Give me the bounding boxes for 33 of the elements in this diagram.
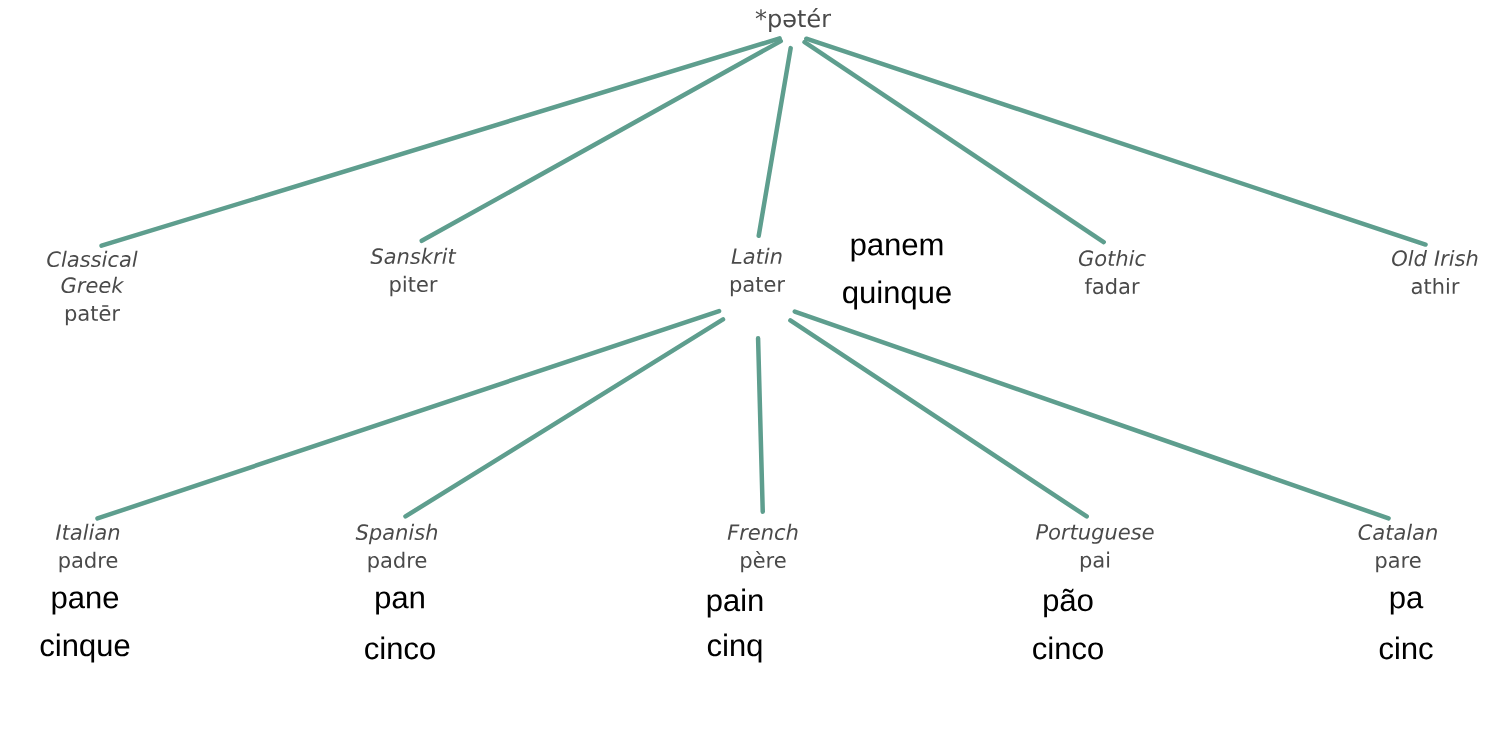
word-annotation: cinq: [707, 633, 762, 663]
word-annotation: panem: [851, 238, 943, 262]
tree-branch: [755, 336, 765, 514]
language-label: French père: [727, 523, 798, 573]
word-annotation: pain: [707, 588, 763, 618]
language-label: Spanish padre: [355, 523, 438, 573]
word-annotation: quinque: [843, 280, 951, 310]
language-label: Catalan pare: [1358, 523, 1437, 573]
tree-branch: [792, 309, 1391, 521]
tree-branch: [99, 36, 782, 248]
language-label: Sanskrit piter: [370, 247, 457, 297]
word-annotation: cinc: [1379, 636, 1433, 660]
language-label: Latin pater: [730, 247, 785, 297]
tree-branch: [802, 39, 1106, 245]
tree-branch: [756, 45, 793, 239]
word-annotation: cinco: [365, 636, 435, 660]
tree-branch: [403, 317, 726, 519]
word-annotation: pa: [1390, 591, 1424, 615]
tree-branch: [419, 38, 784, 244]
language-label: *pətér: [755, 7, 831, 33]
tree-branch: [95, 308, 722, 521]
language-label: Old Irish athir: [1392, 249, 1478, 295]
word-annotation: cinque: [40, 633, 130, 663]
word-annotation: pane: [52, 591, 119, 615]
language-label: Classical Greek patēr: [47, 250, 138, 326]
tree-branch: [788, 318, 1089, 519]
language-label: Italian padre: [56, 523, 120, 573]
tree-branch: [804, 36, 1428, 247]
word-annotation: pão: [1044, 588, 1093, 618]
language-label: Portuguese pai: [1036, 524, 1154, 572]
language-label: Gothic fadar: [1078, 249, 1146, 295]
word-annotation: pan: [376, 591, 424, 615]
word-annotation: cinco: [1033, 636, 1103, 660]
